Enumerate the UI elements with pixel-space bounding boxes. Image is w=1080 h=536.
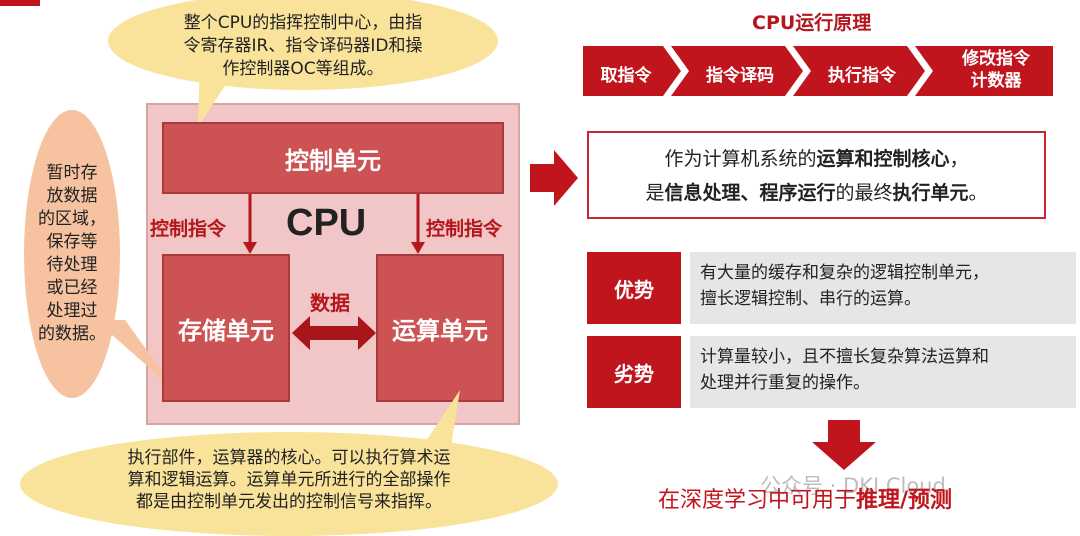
bottom-bubble-pointer	[420, 390, 460, 452]
core-text: 作为计算机系统的	[664, 148, 817, 170]
corner-accent	[0, 0, 40, 6]
chevron-step-2	[671, 46, 803, 96]
core-bold-text: 运算和控制核心	[816, 148, 950, 170]
process-chevrons	[583, 46, 1053, 96]
conclusion-bold-text: 推理/预测	[856, 488, 953, 513]
watermark: 公众号 · DKI Cloud	[760, 474, 946, 498]
bottom-bubble-line: 算和逻辑运算。运算单元所进行的全部操作	[127, 470, 451, 490]
disadvantage-tag: 劣势	[587, 336, 681, 408]
storage-unit: 存储单元	[162, 254, 290, 402]
advantage-line: 有大量的缓存和复杂的逻辑控制单元，	[700, 263, 989, 283]
core-text: ，	[949, 148, 969, 170]
principle-title: CPU运行原理	[752, 12, 872, 34]
core-description: 作为计算机系统的运算和控制核心， 是信息处理、程序运行的最终执行单元。	[587, 131, 1046, 219]
advantage-line: 擅长逻辑控制、串行的运算。	[700, 289, 921, 309]
control-unit-label: 控制单元	[285, 146, 381, 175]
disadvantage-tag-label: 劣势	[614, 361, 654, 386]
left-bubble: 暂时存 放数据 的区域， 保存等 待处理 或已经 处理过 的数据。	[24, 110, 120, 398]
chevron-step-3	[793, 46, 925, 96]
cpu-title: CPU	[286, 202, 367, 244]
left-arrow-label: 控制指令	[150, 218, 227, 240]
core-text: 是	[645, 182, 665, 204]
alu-unit-label: 运算单元	[392, 316, 488, 345]
bottom-bubble-line: 都是由控制单元发出的控制信号来指挥。	[136, 492, 442, 512]
chevron-step-4	[915, 46, 1053, 96]
advantage-description: 有大量的缓存和复杂的逻辑控制单元， 擅长逻辑控制、串行的运算。	[690, 252, 1076, 324]
down-arrow-icon	[812, 420, 876, 470]
storage-unit-label: 存储单元	[178, 316, 274, 345]
advantage-tag-label: 优势	[614, 277, 654, 302]
core-text: 。	[968, 182, 988, 204]
right-pointing-arrow-icon	[530, 150, 578, 206]
step-counter-line: 计数器	[970, 71, 1022, 91]
bottom-bubble: 执行部件，运算器的核心。可以执行算术运 算和逻辑运算。运算单元所进行的全部操作 …	[20, 432, 558, 536]
conclusion: 在深度学习中可用于推理/预测	[658, 482, 952, 514]
top-bubble-line: 令寄存器IR、指令译码器ID和操	[183, 35, 423, 56]
left-control-arrow	[243, 194, 257, 254]
top-bubble-line: 作控制器OC等组成。	[222, 58, 384, 79]
conclusion-text: 在深度学习中可用于	[658, 488, 857, 513]
alu-unit: 运算单元	[376, 254, 504, 402]
core-text: 的最终	[835, 182, 893, 204]
left-bubble-line: 暂时存	[46, 163, 98, 183]
data-label: 数据	[310, 291, 350, 315]
left-bubble-pointer	[95, 320, 177, 392]
left-bubble-line: 的区域，	[38, 209, 106, 229]
left-bubble-text: 暂时存 放数据 的区域， 保存等 待处理 或已经 处理过 的数据。	[38, 162, 106, 346]
data-double-arrow	[292, 316, 376, 350]
right-control-arrow	[411, 194, 425, 254]
top-bubble-text: 整个CPU的指挥控制中心，由指 令寄存器IR、指令译码器ID和操 作控制器OC等…	[184, 2, 423, 81]
step-counter-label: 修改指令 计数器	[940, 48, 1052, 92]
left-bubble-line: 或已经	[46, 278, 98, 298]
core-bold-text: 执行单元	[892, 182, 969, 204]
disadvantage-line: 计算量较小，且不擅长复杂算法运算和	[700, 347, 989, 367]
core-line-1: 作为计算机系统的运算和控制核心，	[589, 142, 1044, 176]
advantage-tag: 优势	[587, 252, 681, 324]
core-line-2: 是信息处理、程序运行的最终执行单元。	[589, 176, 1044, 210]
step-counter-line: 修改指令	[962, 49, 1030, 69]
chevron-step-1	[583, 46, 681, 96]
bottom-bubble-text: 执行部件，运算器的核心。可以执行算术运 算和逻辑运算。运算单元所进行的全部操作 …	[128, 447, 451, 521]
disadvantage-line: 处理并行重复的操作。	[700, 373, 870, 393]
bottom-bubble-line: 执行部件，运算器的核心。可以执行算术运	[127, 448, 451, 468]
left-bubble-line: 保存等	[46, 232, 98, 252]
step-execute-label: 执行指令	[828, 66, 896, 86]
disadvantage-description: 计算量较小，且不擅长复杂算法运算和 处理并行重复的操作。	[690, 336, 1076, 408]
step-fetch-label: 取指令	[600, 66, 652, 86]
top-bubble-line: 整个CPU的指挥控制中心，由指	[183, 12, 423, 33]
core-bold-text: 信息处理、程序运行	[664, 182, 836, 204]
left-bubble-line: 待处理	[46, 255, 98, 275]
left-bubble-line: 处理过	[46, 301, 98, 321]
left-bubble-line: 放数据	[46, 186, 98, 206]
left-bubble-line: 的数据。	[38, 324, 106, 344]
control-unit: 控制单元	[162, 122, 504, 194]
top-bubble: 整个CPU的指挥控制中心，由指 令寄存器IR、指令译码器ID和操 作控制器OC等…	[108, 0, 498, 90]
right-arrow-label: 控制指令	[426, 218, 503, 240]
step-decode-label: 指令译码	[706, 66, 774, 86]
